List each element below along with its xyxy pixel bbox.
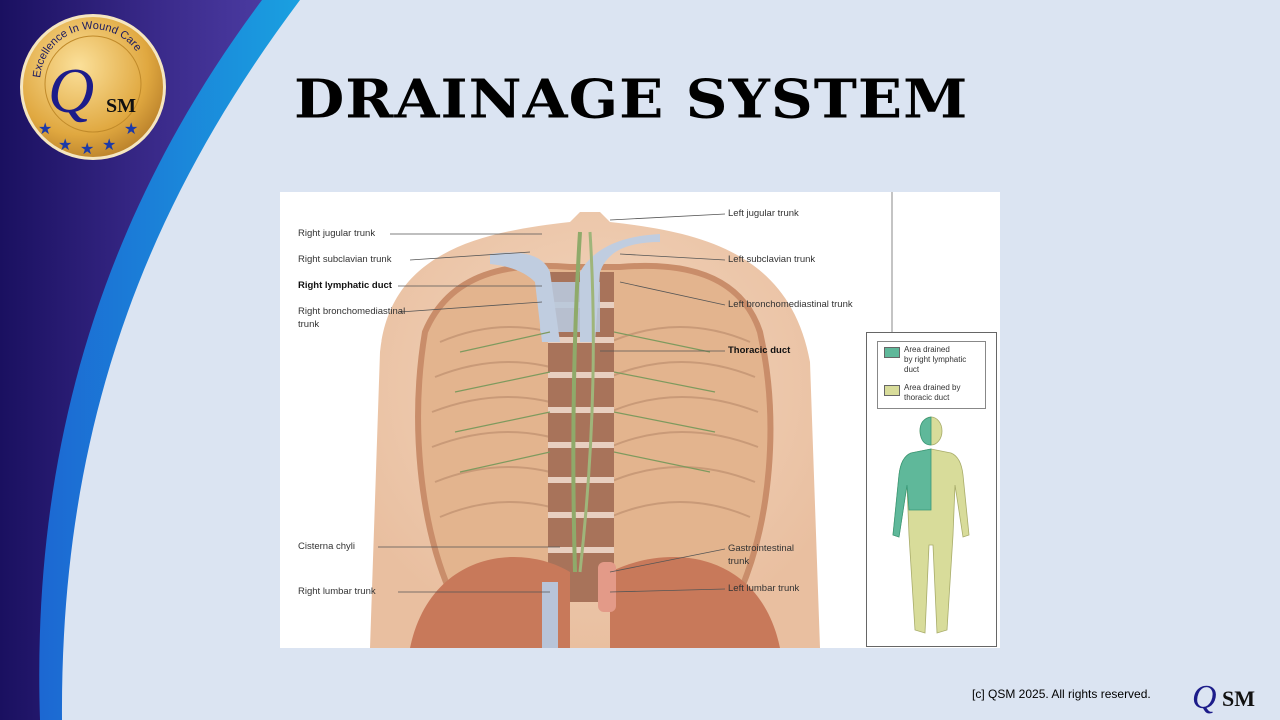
svg-text:★: ★ xyxy=(102,135,116,154)
svg-text:Q: Q xyxy=(48,55,94,126)
torso-illustration xyxy=(370,192,893,648)
svg-text:★: ★ xyxy=(58,135,72,154)
svg-text:★: ★ xyxy=(80,139,94,158)
label-left-subclavian-trunk: Left subclavian trunk xyxy=(728,254,816,265)
body-drainage-figure xyxy=(892,416,970,634)
label-left-bronchomediastinal-trunk: Left bronchomediastinal trunk xyxy=(728,299,853,310)
svg-text:SM: SM xyxy=(1222,686,1255,711)
label-left-lumbar-trunk: Left lumbar trunk xyxy=(728,583,800,594)
decorative-swoosh xyxy=(0,0,300,720)
label-right-jugular-trunk: Right jugular trunk xyxy=(298,228,376,239)
label-gastrointestinal-trunk: trunk xyxy=(728,556,750,567)
copyright-text: [c] QSM 2025. All rights reserved. xyxy=(972,687,1151,701)
svg-text:★: ★ xyxy=(124,119,138,138)
svg-text:Q: Q xyxy=(1192,680,1217,714)
label-right-lymphatic-duct: Right lymphatic duct xyxy=(298,280,392,291)
slide-title: DRAINAGE SYSTEM xyxy=(294,68,969,131)
label-right-bronchomediastinal: Right bronchomediastinal xyxy=(298,306,406,317)
svg-text:SM: SM xyxy=(106,95,136,117)
label-gastrointestinal: Gastrointestinal xyxy=(728,543,795,554)
qsm-footer-logo: Q SM xyxy=(1192,680,1255,714)
label-thoracic-duct: Thoracic duct xyxy=(728,345,791,356)
label-left-jugular-trunk: Left jugular trunk xyxy=(728,208,799,219)
label-right-subclavian-trunk: Right subclavian trunk xyxy=(298,254,392,265)
legend-swatch-thoracic xyxy=(884,385,900,396)
label-cisterna-chyli: Cisterna chyli xyxy=(298,541,356,552)
label-right-bronchomediastinal-trunk: trunk xyxy=(298,319,320,330)
qsm-logo-badge: Excellence In Wound Care Q SM ★★★★★ xyxy=(20,14,166,160)
legend-swatch-right-lymphatic xyxy=(884,347,900,358)
label-right-lumbar-trunk: Right lumbar trunk xyxy=(298,586,376,597)
svg-text:★: ★ xyxy=(38,119,52,138)
